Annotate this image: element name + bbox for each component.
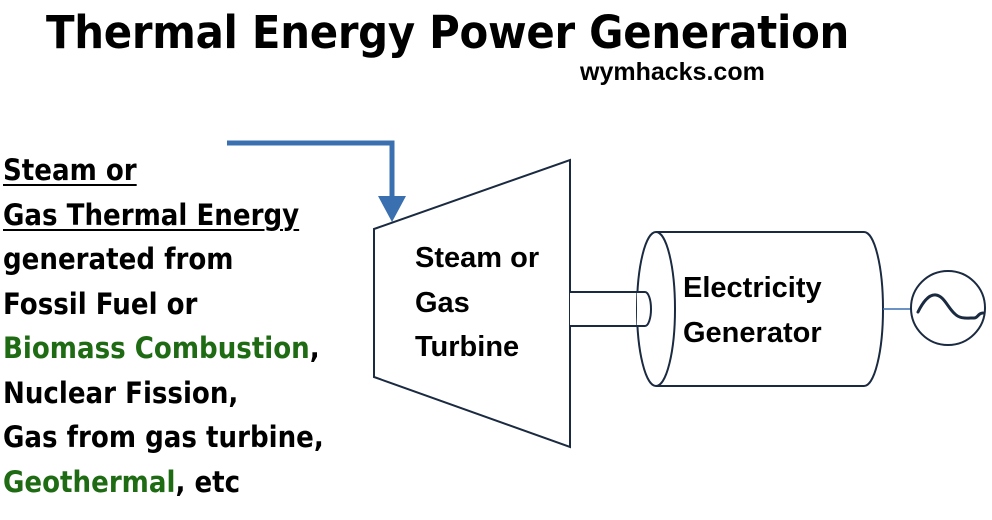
sources-line-gas: Gas from gas turbine,: [3, 420, 324, 454]
ac-output-icon: [910, 270, 986, 346]
turbine-label-line2: Gas: [415, 286, 470, 319]
sources-line-biomass: Biomass Combustion,: [3, 326, 324, 371]
geothermal-suffix: , etc: [175, 464, 241, 499]
biomass-highlight: Biomass Combustion: [3, 331, 310, 365]
sources-heading-line2: Gas Thermal Energy: [3, 197, 300, 232]
generator-label-line1: Electricity: [683, 272, 822, 304]
energy-sources-text: Steam or Gas Thermal Energy generated fr…: [3, 148, 324, 504]
geothermal-highlight: Geothermal: [3, 464, 176, 499]
diagram-title: Thermal Energy Power Generation: [46, 6, 850, 59]
turbine-shape: [373, 158, 571, 449]
sources-heading-line1: Steam or: [3, 153, 137, 187]
turbine-label: Steam or Gas Turbine: [415, 236, 539, 370]
sources-line-generated: generated from: [3, 242, 234, 276]
sources-line-fossil: Fossil Fuel or: [3, 286, 198, 321]
flow-arrow-icon: [227, 140, 406, 222]
generator-label: Electricity Generator: [683, 266, 822, 355]
generator-cylinder: [636, 231, 884, 387]
sources-line-nuclear: Nuclear Fission,: [3, 375, 239, 410]
turbine-label-line1: Steam or: [415, 242, 540, 274]
flow-arrow-line: [227, 140, 395, 198]
biomass-suffix: ,: [309, 331, 320, 365]
turbine-label-line3: Turbine: [415, 331, 520, 363]
site-watermark: wymhacks.com: [580, 58, 765, 86]
flow-arrow-head: [378, 196, 406, 222]
sources-line-geothermal: Geothermal, etc: [3, 460, 324, 505]
generator-label-line2: Generator: [683, 316, 822, 349]
